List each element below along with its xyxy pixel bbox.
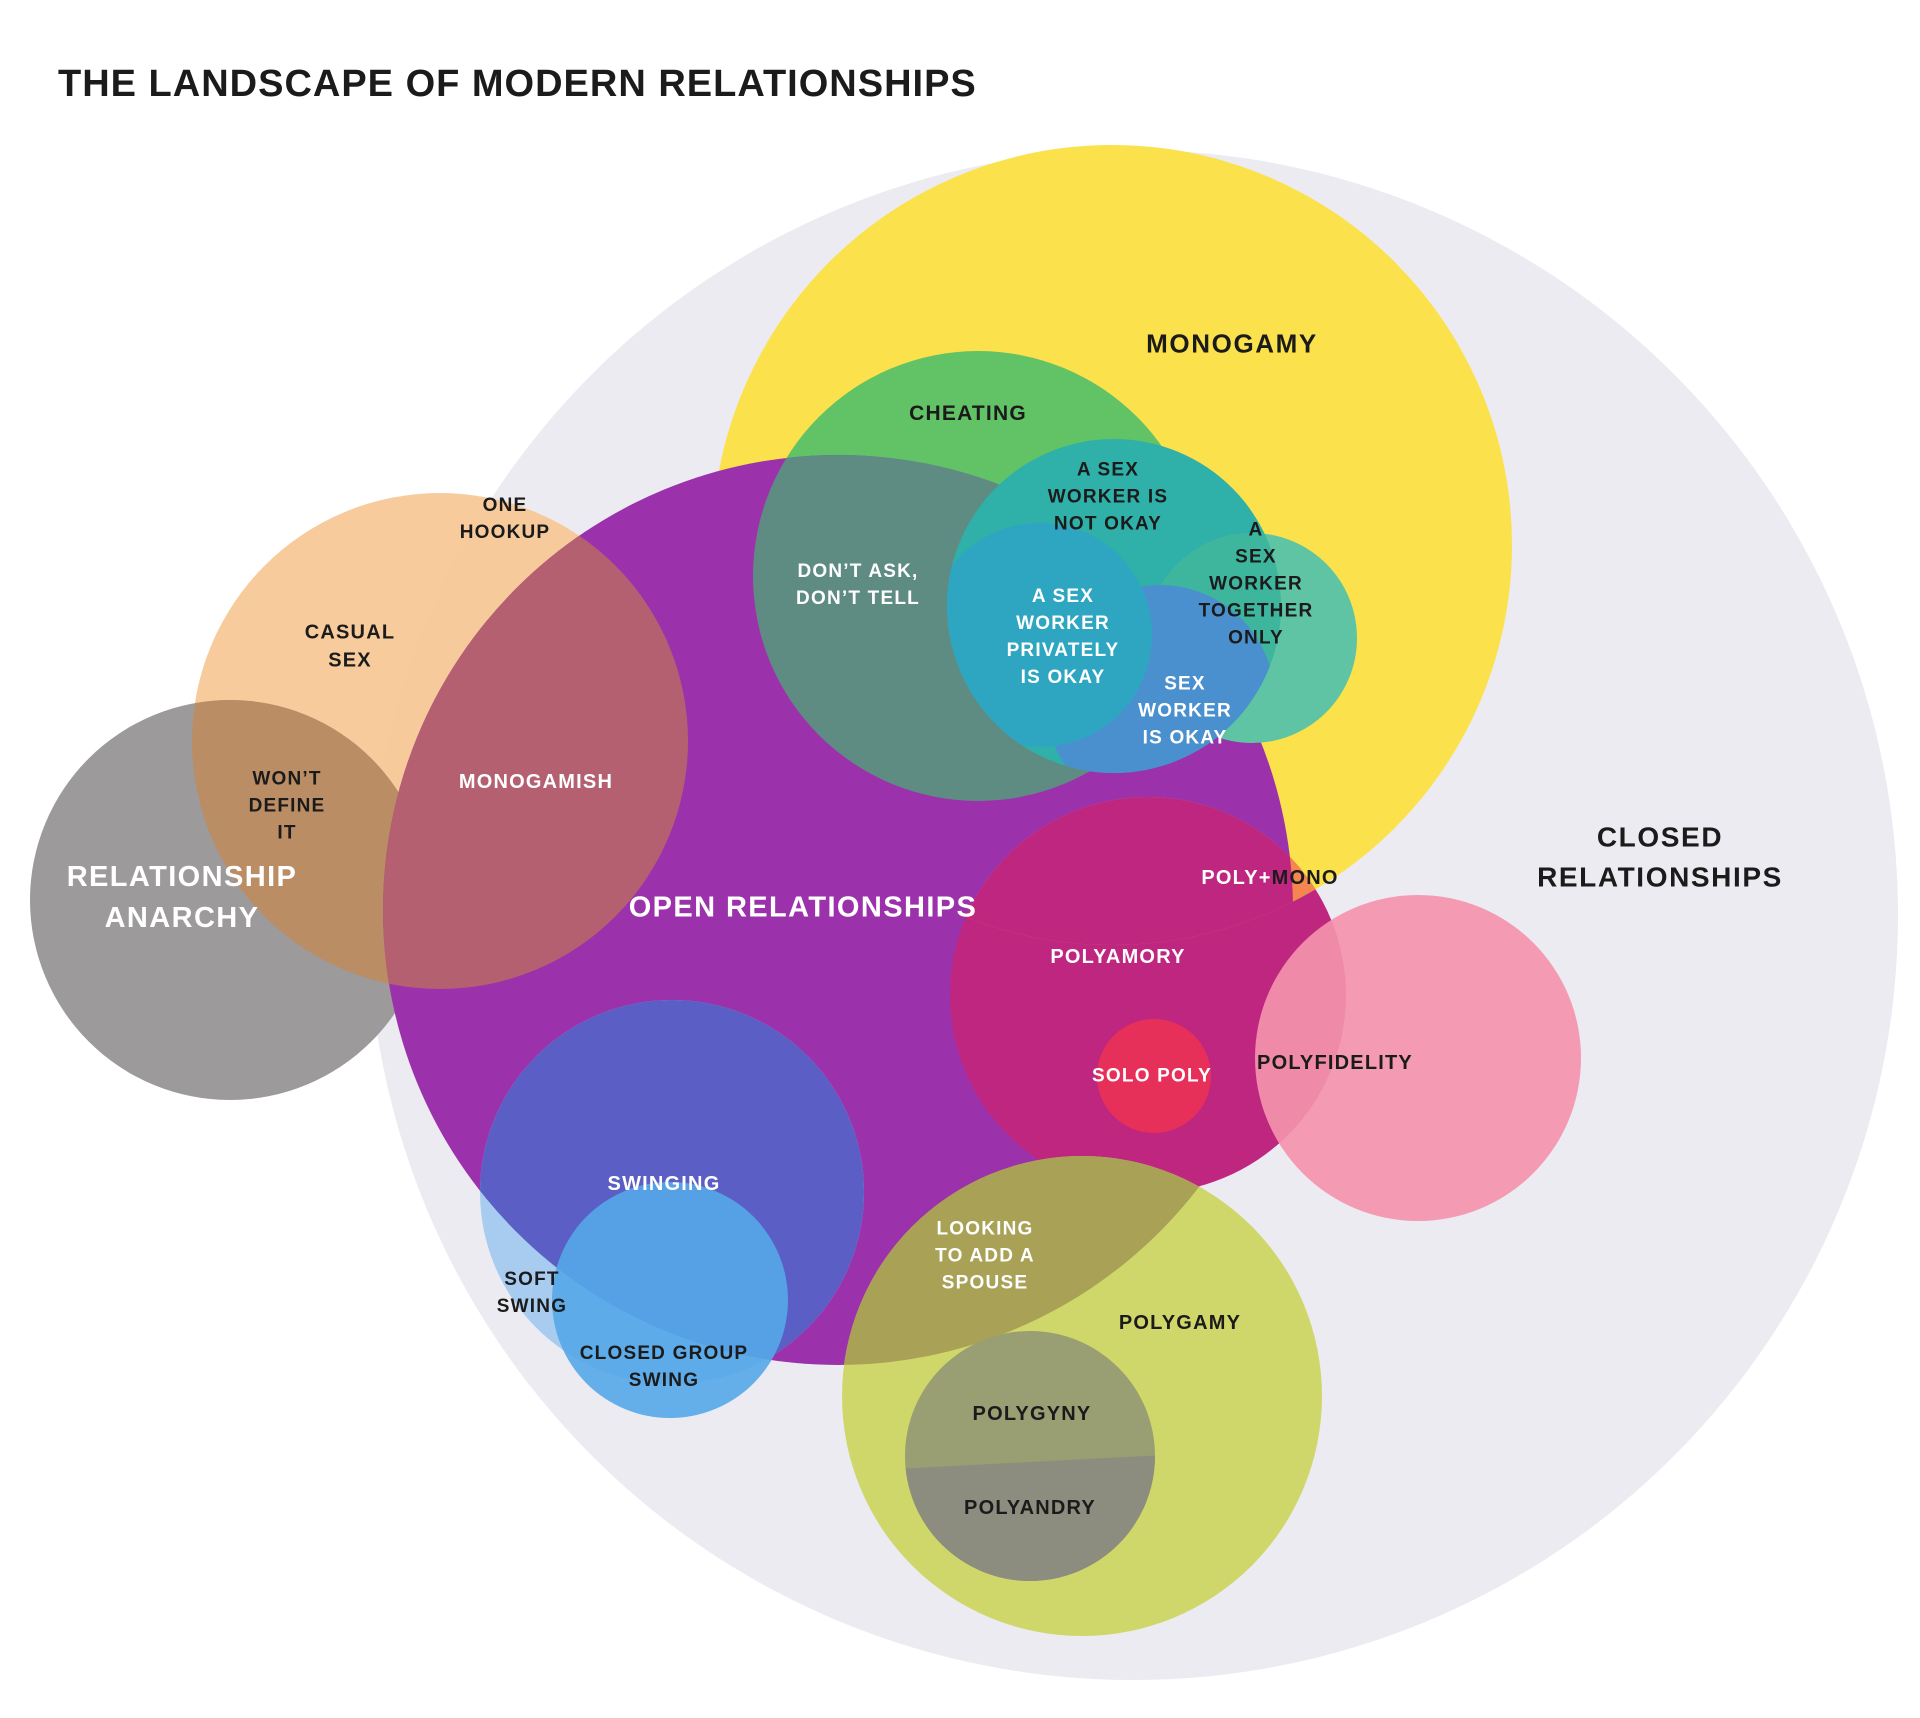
polyfidelity-circle	[1255, 895, 1581, 1221]
polyamory-inside-open-region	[950, 797, 1293, 945]
solo-poly-circle	[1097, 1019, 1211, 1133]
closed-group-swing-circle	[552, 1182, 788, 1418]
sex-worker-privately-okay-region	[947, 523, 1152, 747]
monogamish-region	[383, 493, 688, 989]
